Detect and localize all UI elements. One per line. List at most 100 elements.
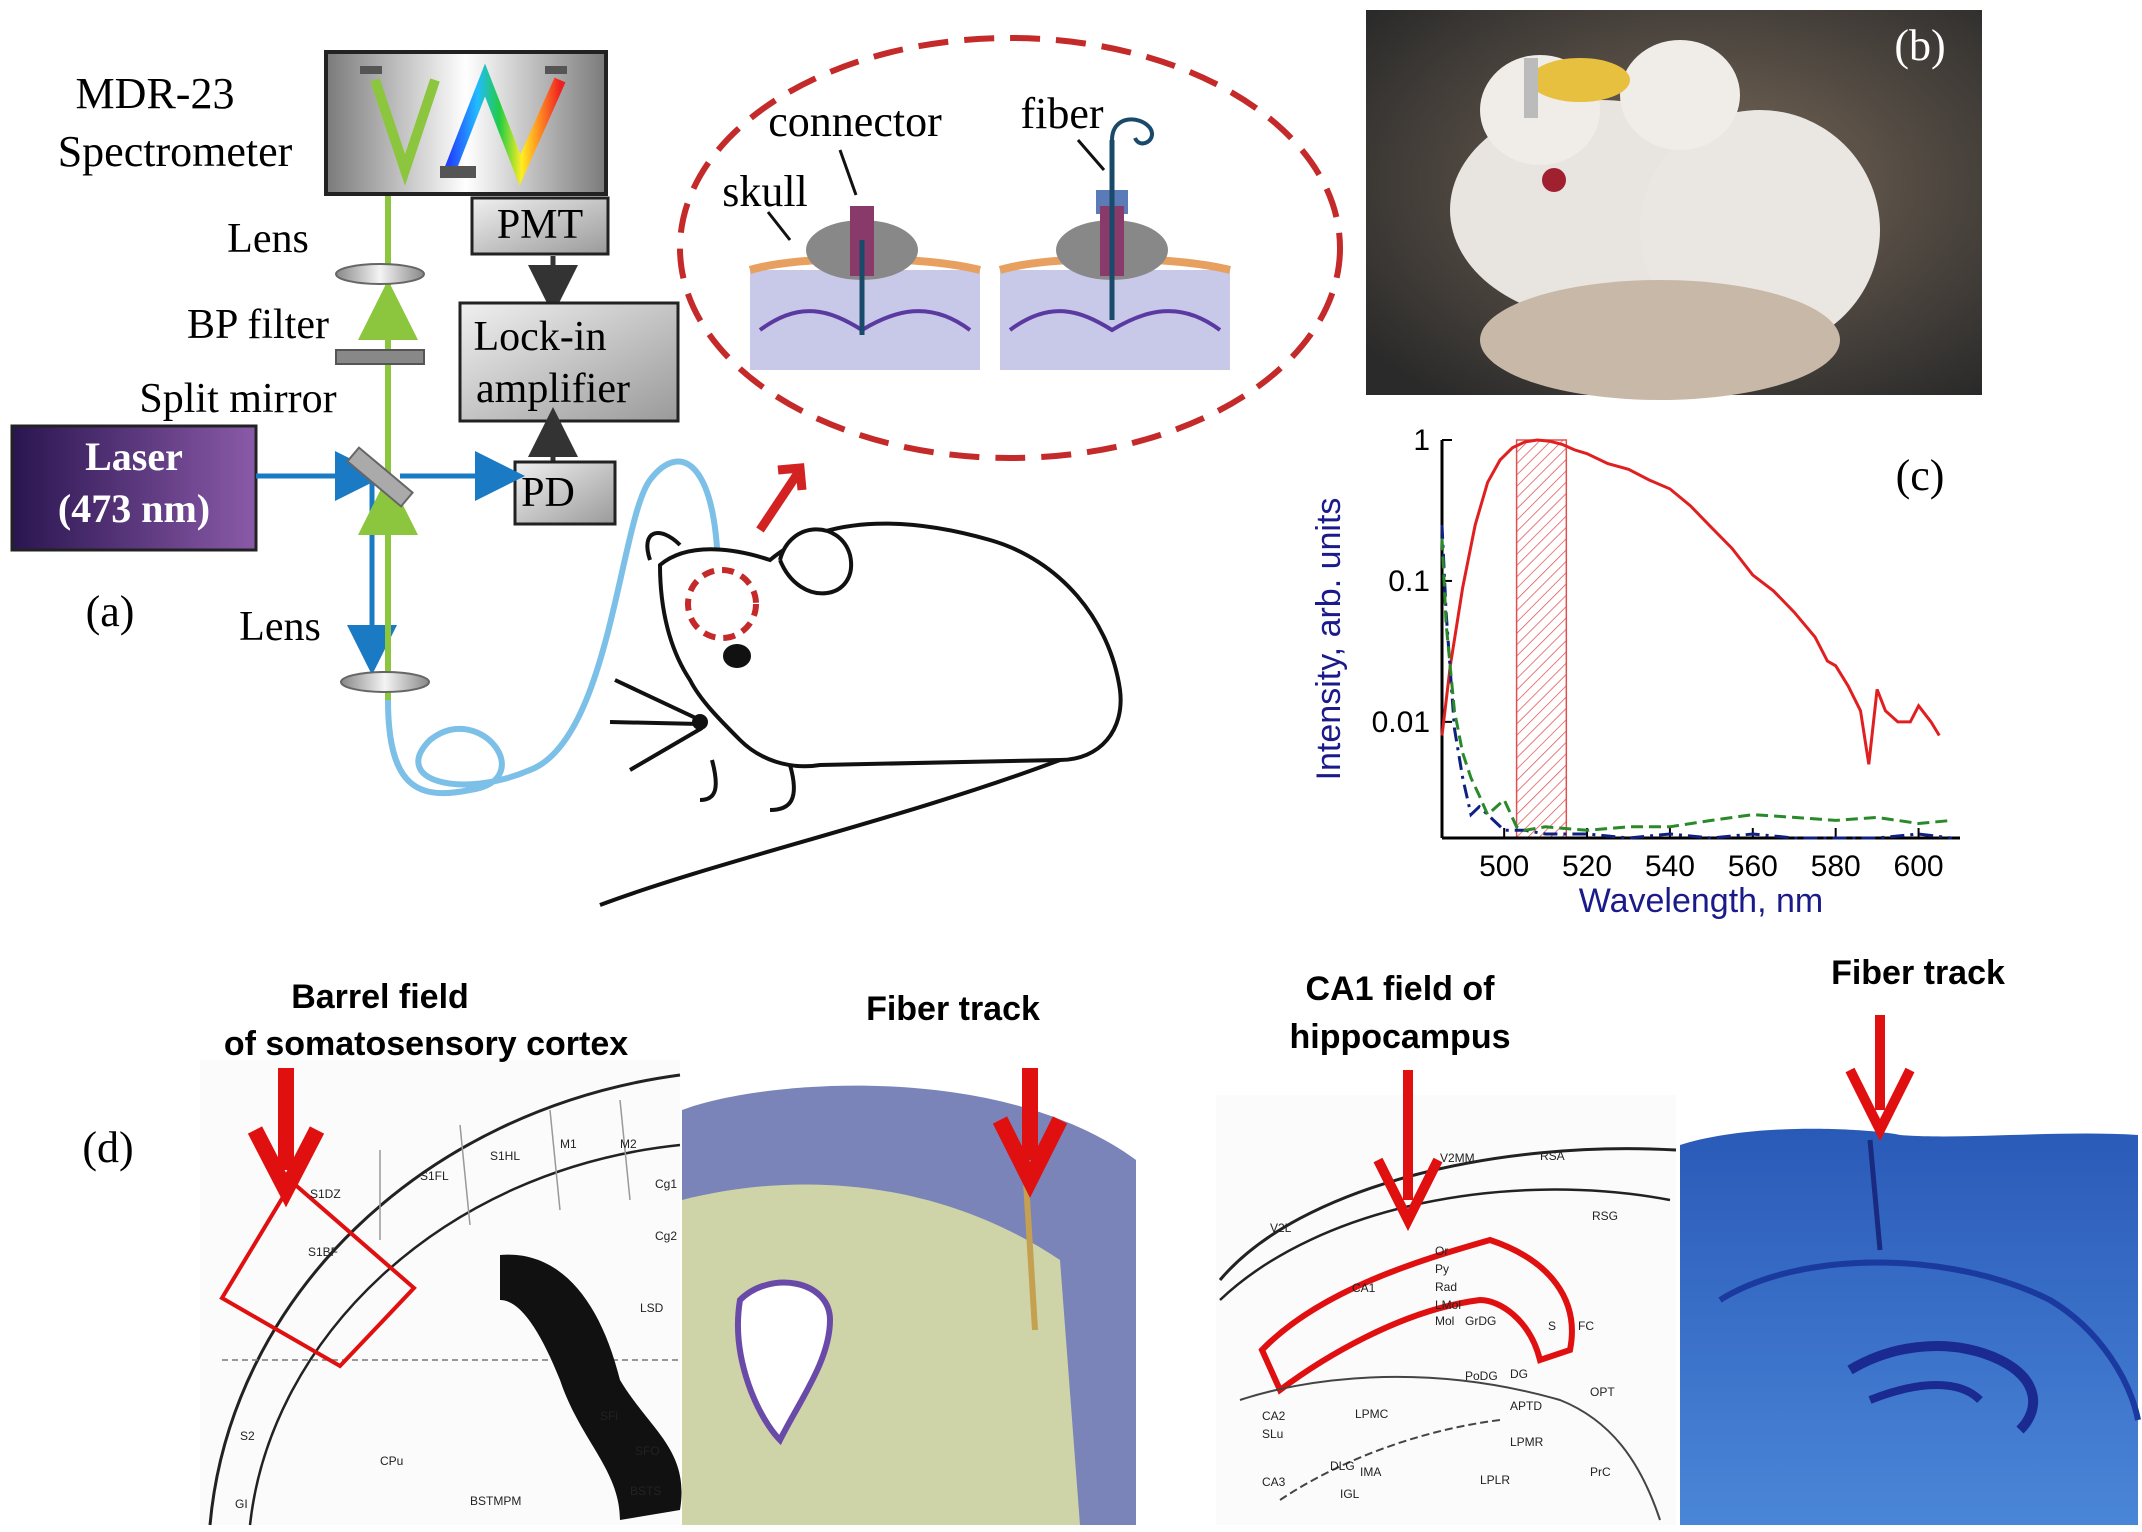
inset-right-section bbox=[998, 117, 1231, 370]
atlas-2-label: LPMC bbox=[1355, 1407, 1389, 1421]
atlas-2-label: DG bbox=[1510, 1367, 1528, 1381]
histology-2 bbox=[1680, 1128, 2141, 1525]
panel-b: (b) bbox=[1366, 10, 1982, 400]
lens-top bbox=[335, 263, 425, 285]
atlas-2-label: Mol bbox=[1435, 1314, 1454, 1328]
photo-connector bbox=[1524, 58, 1538, 118]
atlas-2-label: SLu bbox=[1262, 1427, 1283, 1441]
laser-label-2: (473 nm) bbox=[58, 486, 210, 531]
pd-label: PD bbox=[521, 470, 575, 516]
atlas-2-label: LPMR bbox=[1510, 1435, 1544, 1449]
fiber-track-label-1: Fiber track bbox=[866, 990, 1040, 1028]
atlas-2-label: OPT bbox=[1590, 1385, 1615, 1399]
y-axis-label: Intensity, arb. units bbox=[1310, 498, 1348, 781]
mouse-drawing bbox=[599, 521, 1123, 907]
x-tick-label: 580 bbox=[1811, 850, 1861, 883]
bp-filter bbox=[335, 349, 425, 365]
barrel-field-arrow bbox=[247, 1068, 325, 1208]
atlas-2-label: V2L bbox=[1270, 1221, 1292, 1235]
atlas-1-label: S1HL bbox=[490, 1149, 520, 1163]
zoom-arrow bbox=[756, 463, 807, 533]
histology-1 bbox=[682, 1085, 1136, 1525]
atlas-1-label: GI bbox=[235, 1497, 248, 1511]
atlas-1-label: SFO bbox=[635, 1444, 660, 1458]
inset-connector-label: connector bbox=[768, 97, 942, 146]
atlas-1-label: Cg2 bbox=[655, 1229, 677, 1243]
y-tick-label: 1 bbox=[1413, 424, 1430, 457]
photo-mouse-ear-right bbox=[1620, 40, 1740, 150]
atlas-2-label: IMA bbox=[1360, 1465, 1381, 1479]
panel-a-label: (a) bbox=[86, 587, 135, 636]
atlas-2-label: PrC bbox=[1590, 1465, 1611, 1479]
photo-headcap bbox=[1530, 58, 1630, 102]
atlas-1-label: BSTS bbox=[630, 1484, 661, 1498]
implant-site-circle bbox=[685, 567, 759, 641]
ca1-label-1: CA1 field of bbox=[1306, 970, 1496, 1008]
atlas-1-label: LSD bbox=[640, 1301, 664, 1315]
pmt-label: PMT bbox=[497, 202, 583, 248]
atlas-1-label: Cg1 bbox=[655, 1177, 677, 1191]
y-tick-label: 0.01 bbox=[1372, 706, 1430, 739]
inset-pointer-arrows bbox=[766, 139, 1106, 241]
x-tick-label: 560 bbox=[1728, 850, 1778, 883]
atlas-2-label: FC bbox=[1578, 1319, 1594, 1333]
atlas-1-label: BSTMPM bbox=[470, 1494, 521, 1508]
photo-mouse-eye bbox=[1542, 168, 1566, 192]
panel-a: MDR-23 Spectrometer PMT Lock-in amplifie… bbox=[10, 35, 1343, 907]
series-line-3 bbox=[1440, 538, 1952, 832]
fiber-track-arrow-1 bbox=[992, 1068, 1068, 1198]
y-tick-label: 0.1 bbox=[1388, 565, 1430, 598]
atlas-2-label: Or bbox=[1435, 1244, 1448, 1258]
atlas-1-label: S2 bbox=[240, 1429, 255, 1443]
panel-b-label: (b) bbox=[1894, 21, 1945, 70]
spectrometer-label-1: MDR-23 bbox=[76, 69, 235, 118]
x-tick-label: 600 bbox=[1894, 850, 1944, 883]
atlas-2-label: RSA bbox=[1540, 1149, 1565, 1163]
atlas-2-label: RSG bbox=[1592, 1209, 1618, 1223]
atlas-2-label: APTD bbox=[1510, 1399, 1542, 1413]
atlas-1-label: S1BF bbox=[308, 1245, 338, 1259]
barrel-field-label-2: of somatosensory cortex bbox=[224, 1025, 628, 1063]
photo-hand bbox=[1480, 280, 1840, 400]
panel-d-label: (d) bbox=[82, 1123, 133, 1172]
atlas-2-label: IGL bbox=[1340, 1487, 1360, 1501]
spectrometer bbox=[324, 50, 608, 196]
lens-top-label: Lens bbox=[227, 216, 309, 262]
lockin-label-1: Lock-in bbox=[474, 314, 607, 360]
atlas-2-label: CA3 bbox=[1262, 1475, 1286, 1489]
lens-bottom bbox=[340, 671, 430, 693]
atlas-2-label: PoDG bbox=[1465, 1369, 1498, 1383]
atlas-2-label: Py bbox=[1435, 1262, 1449, 1276]
atlas-2-label: DLG bbox=[1330, 1459, 1355, 1473]
fiber-track-arrow-2 bbox=[1845, 1015, 1915, 1142]
x-tick-label: 520 bbox=[1562, 850, 1612, 883]
atlas-1-label: S1DZ bbox=[310, 1187, 341, 1201]
atlas-2-label: LPLR bbox=[1480, 1473, 1510, 1487]
pmt-box bbox=[470, 196, 610, 256]
panel-c-label: (c) bbox=[1896, 451, 1945, 500]
bp-filter-label: BP filter bbox=[187, 302, 329, 348]
x-tick-label: 540 bbox=[1645, 850, 1695, 883]
inset-skull-label: skull bbox=[722, 167, 808, 216]
inset-ellipse bbox=[677, 35, 1343, 461]
atlas-2-label: CA1 bbox=[1352, 1281, 1376, 1295]
lockin-label-2: amplifier bbox=[476, 366, 630, 412]
inset-fiber-label: fiber bbox=[1020, 89, 1103, 138]
atlas-2-label: CA2 bbox=[1262, 1409, 1286, 1423]
split-mirror bbox=[345, 446, 415, 508]
laser-label-1: Laser bbox=[85, 434, 183, 479]
x-axis-label: Wavelength, nm bbox=[1579, 882, 1823, 920]
atlas-1-label: S1FL bbox=[420, 1169, 449, 1183]
x-tick-label: 500 bbox=[1479, 850, 1529, 883]
ca1-arrow bbox=[1373, 1070, 1443, 1232]
atlas-2-label: LMol bbox=[1435, 1298, 1461, 1312]
atlas-1-label: CPu bbox=[380, 1454, 403, 1468]
split-mirror-label: Split mirror bbox=[139, 376, 336, 422]
atlas-2-label: GrDG bbox=[1465, 1314, 1496, 1328]
atlas-2-label: S bbox=[1548, 1319, 1556, 1333]
